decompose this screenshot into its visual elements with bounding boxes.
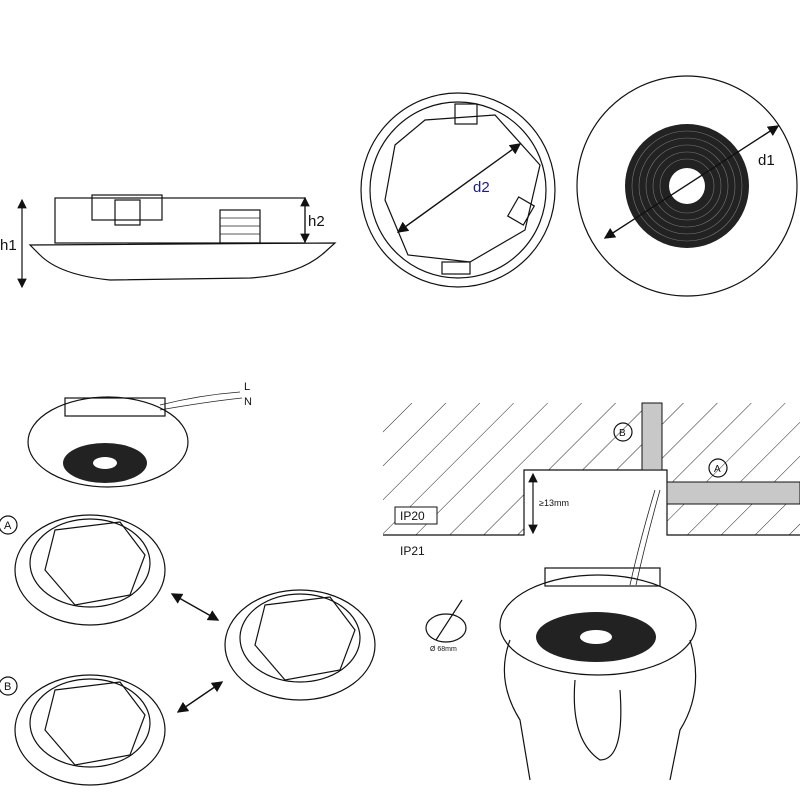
side-view: h1 h2 bbox=[0, 194, 337, 289]
d2-label: d2 bbox=[473, 179, 490, 196]
ip21-label: IP21 bbox=[400, 544, 425, 558]
h2-label: h2 bbox=[308, 213, 325, 230]
wired-lamp: L N bbox=[27, 381, 252, 488]
cable-a-label: A bbox=[714, 464, 721, 475]
back-view: d2 bbox=[360, 92, 556, 288]
h1-label: h1 bbox=[0, 237, 17, 254]
cutout-label: Ø 68mm bbox=[430, 646, 457, 653]
d1-label: d1 bbox=[758, 152, 775, 169]
variant-b-lamp: B bbox=[0, 674, 166, 786]
center-lamp bbox=[224, 589, 376, 701]
live-label: L bbox=[244, 381, 250, 393]
variant-b-label: B bbox=[4, 681, 11, 693]
front-view: d1 bbox=[576, 75, 798, 297]
variant-a-label: A bbox=[4, 520, 12, 532]
neutral-label: N bbox=[244, 396, 252, 408]
variant-a-lamp: A bbox=[0, 514, 166, 626]
installation-section: B A IP20 IP21 ≥13mm Ø 68mm bbox=[383, 402, 800, 781]
min-depth-label: ≥13mm bbox=[539, 498, 569, 508]
ip20-label: IP20 bbox=[400, 509, 425, 523]
cable-b-label: B bbox=[619, 428, 626, 439]
